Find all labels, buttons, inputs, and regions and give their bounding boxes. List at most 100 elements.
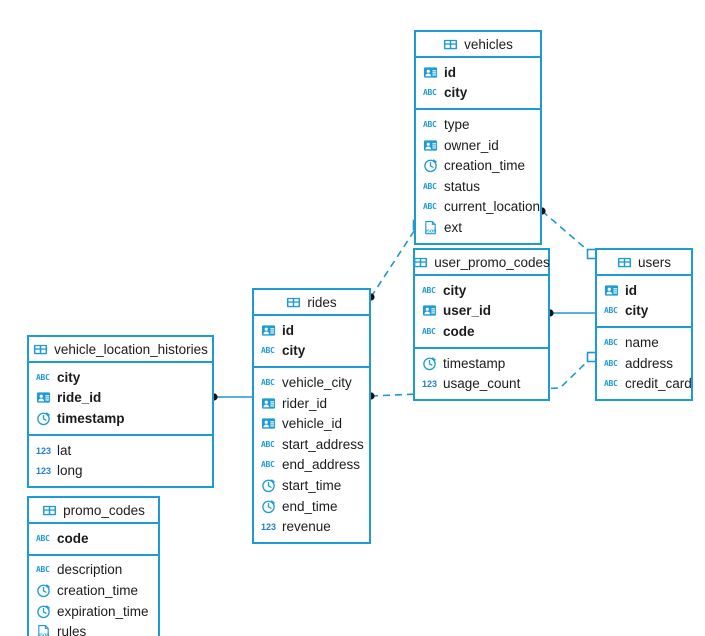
table-header-vehicle_location_histories[interactable]: vehicle_location_histories: [29, 337, 212, 363]
table-header-user_promo_codes[interactable]: user_promo_codes: [414, 250, 550, 276]
column-row-ext[interactable]: JSON ext: [416, 217, 540, 238]
column-row-address[interactable]: ABC address: [597, 353, 691, 374]
primary-key-row-id[interactable]: id: [254, 320, 369, 341]
abc-text-icon: ABC: [423, 88, 437, 98]
field-label: address: [625, 355, 674, 371]
field-label: id: [282, 322, 294, 338]
field-label: credit_card: [625, 376, 692, 392]
relationship-vehicle_location_histories-to-rides[interactable]: [210, 393, 252, 401]
field-label: end_time: [282, 498, 338, 514]
table-title: user_promo_codes: [434, 254, 550, 270]
svg-text:JSON: JSON: [425, 228, 437, 233]
field-label: status: [444, 178, 481, 194]
json-file-icon: JSON: [425, 220, 437, 235]
field-label: end_address: [282, 457, 361, 473]
field-label: ride_id: [57, 390, 102, 406]
field-label: id: [625, 282, 637, 298]
column-row-creation_time[interactable]: creation_time: [416, 155, 540, 176]
abc-text-icon: ABC: [604, 337, 618, 347]
column-row-end_time[interactable]: end_time: [254, 496, 369, 517]
svg-text:JSON: JSON: [38, 633, 50, 636]
primary-key-row-ride_id[interactable]: ride_id: [29, 388, 212, 409]
abc-text-icon: ABC: [422, 326, 436, 336]
clock-icon: [423, 356, 436, 370]
field-label: owner_id: [444, 137, 499, 153]
column-row-start_time[interactable]: start_time: [254, 475, 369, 496]
table-header-promo_codes[interactable]: promo_codes: [29, 498, 158, 524]
field-label: description: [57, 562, 123, 578]
field-label: name: [625, 334, 659, 350]
table-icon: [34, 344, 48, 354]
field-label: city: [57, 369, 81, 385]
column-row-name[interactable]: ABC name: [597, 332, 691, 353]
field-label: lat: [57, 442, 72, 458]
table-icon: [43, 505, 57, 515]
table-icon: [617, 257, 632, 267]
primary-key-row-user_id[interactable]: user_id: [415, 301, 548, 322]
abc-text-icon: ABC: [604, 379, 618, 389]
primary-key-row-timestamp[interactable]: timestamp: [29, 408, 212, 429]
field-label: usage_count: [443, 376, 521, 392]
column-row-vehicle_id[interactable]: vehicle_id: [254, 413, 369, 434]
abc-text-icon: ABC: [261, 346, 275, 356]
column-row-creation_time[interactable]: creation_time: [29, 580, 158, 601]
field-label: rules: [57, 624, 87, 636]
column-row-expiration_time[interactable]: expiration_time: [29, 601, 158, 622]
clock-icon: [37, 604, 50, 618]
column-row-owner_id[interactable]: owner_id: [416, 135, 540, 156]
primary-key-row-id[interactable]: id: [597, 280, 691, 301]
column-row-credit_card[interactable]: ABC credit_card: [597, 373, 692, 394]
id-badge-icon: [423, 67, 438, 78]
id-badge-icon: [261, 418, 276, 429]
abc-text-icon: ABC: [604, 358, 618, 368]
field-label: ext: [444, 219, 463, 235]
primary-key-row-id[interactable]: id: [416, 62, 540, 83]
field-label: start_address: [282, 436, 364, 452]
field-label: expiration_time: [57, 603, 149, 619]
field-label: type: [444, 116, 470, 132]
column-row-rules[interactable]: JSON rules: [29, 621, 158, 636]
field-label: vehicle_id: [282, 416, 343, 432]
relationship-user_promo_codes-to-users[interactable]: [546, 309, 595, 317]
primary-key-row-city[interactable]: ABC city: [29, 367, 212, 388]
field-label: current_location: [444, 199, 541, 215]
table-icon: [414, 257, 428, 267]
table-header-vehicles[interactable]: vehicles: [416, 32, 540, 58]
number-123-icon: 123: [36, 466, 52, 477]
column-row-rider_id[interactable]: rider_id: [254, 393, 369, 414]
field-label: vehicle_city: [282, 374, 352, 390]
table-title: vehicle_location_histories: [54, 341, 208, 357]
abc-text-icon: ABC: [36, 372, 50, 382]
column-row-timestamp[interactable]: timestamp: [415, 353, 548, 374]
table-header-users[interactable]: users: [597, 250, 691, 276]
field-label: revenue: [282, 519, 331, 535]
table-icon: [287, 297, 301, 307]
table-header-rides[interactable]: rides: [254, 290, 369, 316]
